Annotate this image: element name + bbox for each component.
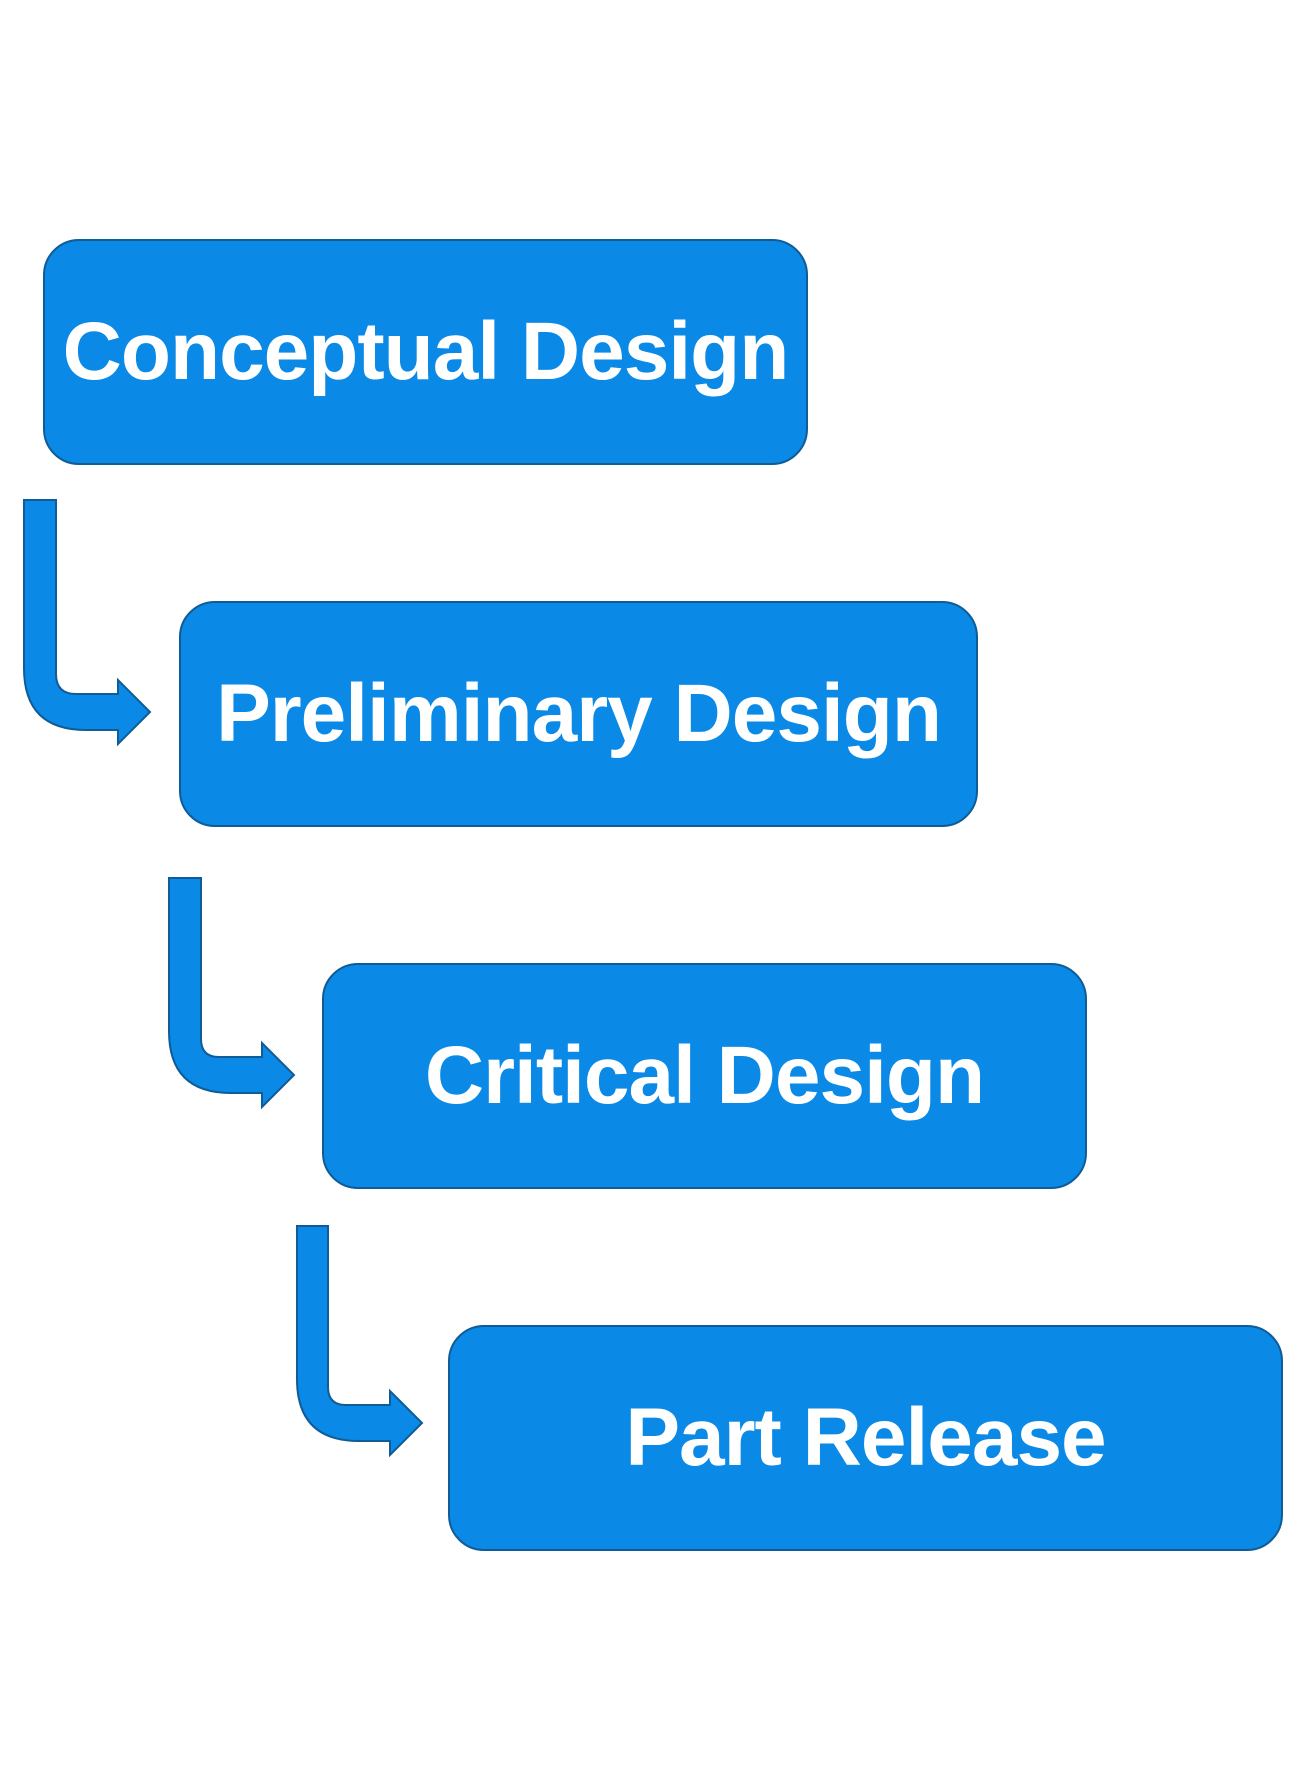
bent-arrow-right-icon bbox=[296, 1225, 424, 1458]
bent-arrow-right-icon bbox=[168, 877, 296, 1110]
step-preliminary-design: Preliminary Design bbox=[179, 601, 978, 827]
step-label: Preliminary Design bbox=[216, 668, 942, 759]
bent-arrow-right-icon bbox=[23, 499, 152, 747]
step-label: Critical Design bbox=[424, 1030, 985, 1121]
step-label: Part Release bbox=[625, 1392, 1106, 1483]
step-part-release: Part Release bbox=[448, 1325, 1283, 1551]
step-label: Conceptual Design bbox=[62, 306, 790, 397]
step-conceptual-design: Conceptual Design bbox=[43, 239, 808, 465]
step-critical-design: Critical Design bbox=[322, 963, 1087, 1189]
